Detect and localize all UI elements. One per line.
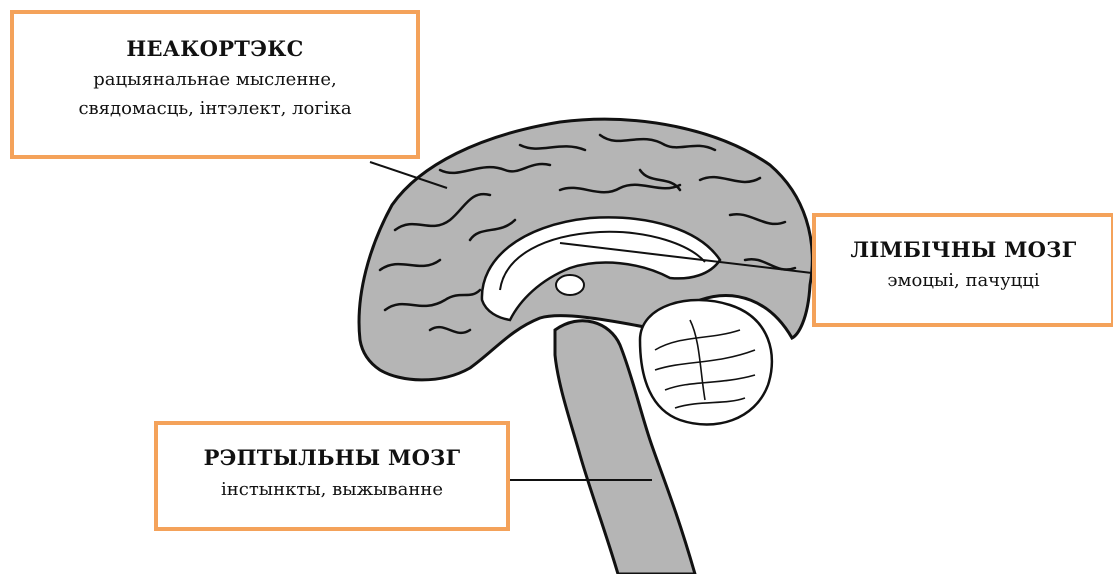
neocortex-desc-line2: свядомасць, інтэлект, логіка: [14, 94, 416, 123]
reptilian-desc-line1: інстынкты, выжыванне: [158, 475, 506, 504]
limbic-title: ЛІМБІЧНЫ МОЗГ: [816, 237, 1111, 262]
neocortex-title: НЕАКОРТЭКС: [14, 36, 416, 61]
neocortex-label-box: НЕАКОРТЭКС рацыянальнае мысленне, свядом…: [10, 10, 420, 159]
reptilian-label-box: РЭПТЫЛЬНЫ МОЗГ інстынкты, выжыванне: [154, 421, 510, 531]
limbic-label-box: ЛІМБІЧНЫ МОЗГ эмоцыі, пачуцці: [812, 213, 1113, 327]
reptilian-title: РЭПТЫЛЬНЫ МОЗГ: [158, 445, 506, 470]
thalamus: [556, 275, 584, 295]
cerebellum: [640, 300, 772, 424]
neocortex-desc-line1: рацыянальнае мысленне,: [14, 65, 416, 94]
limbic-desc-line1: эмоцыі, пачуцці: [816, 266, 1111, 295]
